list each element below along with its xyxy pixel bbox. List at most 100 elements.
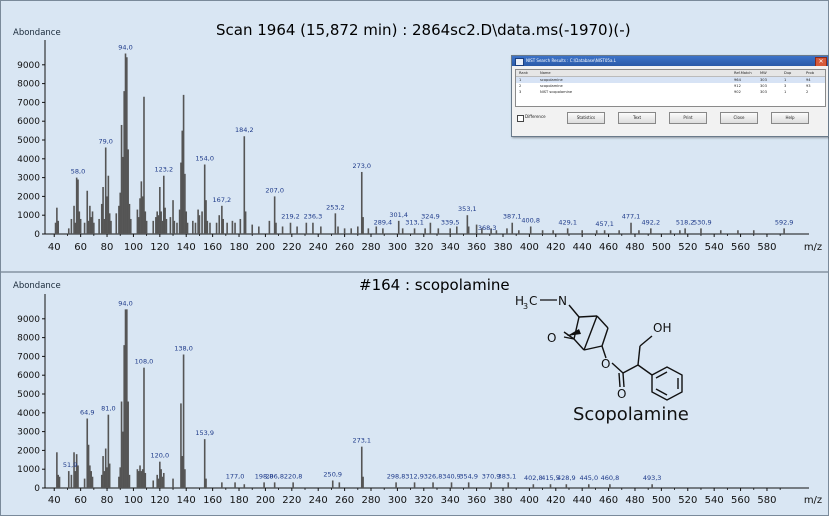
methyl-subscript-label: 3 [523,302,528,311]
bottom-x-tick-label: 60 [74,495,87,506]
top-x-tick-label: 40 [48,242,61,253]
cell-ref-match: 902 [734,90,741,94]
col-ref-match[interactable]: Ref.Match [734,71,752,75]
top-y-tick-label: 8000 [17,80,40,90]
top-x-tick-label: 140 [177,242,196,253]
hydroxyl-label: OH [653,321,671,335]
top-x-tick-label: 540 [705,242,724,253]
bottom-abundance-label: Abondance [13,281,61,291]
bottom-y-tick-label: 4000 [17,409,40,419]
bottom-x-tick-label: 460 [599,495,618,506]
carbonyl-oxygen-label: O [617,387,626,401]
close-icon[interactable]: ✕ [815,57,827,66]
bottom-peak-label: 402,8 [524,474,543,482]
text-button[interactable]: Text [618,112,656,124]
bottom-x-tick-label: 420 [546,495,565,506]
top-peak-label: 253,2 [326,203,345,211]
difference-checkbox[interactable] [517,115,524,122]
cell-ref-match: 964 [734,78,741,82]
close-button[interactable]: Close [720,112,758,124]
bottom-peak-label: 493,3 [643,474,662,482]
bottom-x-tick-label: 260 [335,495,354,506]
top-x-tick-label: 320 [414,242,433,253]
bottom-peak-label: 428,9 [557,474,576,482]
bottom-x-tick-label: 580 [757,495,776,506]
top-y-tick-label: 4000 [17,155,40,165]
bottom-x-tick-label: 320 [414,495,433,506]
col-rank[interactable]: Rank [519,71,528,75]
bottom-y-tick-label: 1000 [17,465,40,475]
help-button[interactable]: Help [771,112,809,124]
col-mw[interactable]: MW [760,71,767,75]
app-icon [515,58,524,66]
col-name[interactable]: Name [540,71,551,75]
nist-search-window[interactable]: NIST Search Results : C:\Database\NIST05… [511,55,829,137]
bottom-y-tick-label: 3000 [17,428,40,438]
table-row[interactable]: 2 scopolamine 912 303 3 93 [516,83,825,89]
top-x-tick-label: 560 [731,242,750,253]
top-x-tick-label: 380 [493,242,512,253]
bottom-peak-label: 312,9 [405,472,424,480]
bottom-y-tick-label: 8000 [17,334,40,344]
col-dup[interactable]: Dup [784,71,792,75]
nist-button-bar: Difference Statistics Text Print Close H… [515,111,824,125]
top-x-tick-label: 500 [652,242,671,253]
cell-prob: 94 [806,78,811,82]
table-header: Rank Name Ref.Match MW Dup Prob [516,70,825,77]
bottom-peak-label: 460,8 [601,474,620,482]
bottom-x-tick-label: 180 [229,495,248,506]
cell-mw: 303 [760,90,767,94]
bottom-x-tick-label: 200 [256,495,275,506]
bottom-x-axis-label: m/z [804,495,822,506]
bottom-peak-label: 206,8 [265,472,284,480]
top-x-tick-label: 460 [599,242,618,253]
top-peak-label: 324,9 [421,213,440,221]
nist-results-table[interactable]: Rank Name Ref.Match MW Dup Prob 1 scopol… [515,69,826,107]
bottom-peak-label: 138,0 [174,345,193,353]
bottom-x-tick-label: 360 [467,495,486,506]
top-peak-label: 518,2 [676,218,695,226]
bottom-peak-label: 120,0 [151,452,170,460]
top-x-tick-label: 100 [124,242,143,253]
epoxide-oxygen-label: O [547,331,556,345]
cell-prob: 93 [806,84,811,88]
top-peak-label: 477,1 [622,213,641,221]
print-button[interactable]: Print [669,112,707,124]
bottom-x-tick-label: 120 [150,495,169,506]
top-peak-label: 94,0 [118,44,132,52]
bottom-peak-label: 94,0 [118,299,132,307]
top-x-tick-label: 360 [467,242,486,253]
col-prob[interactable]: Prob [806,71,814,75]
bottom-y-tick-label: 6000 [17,371,40,381]
bottom-peak-label: 177,0 [226,472,245,480]
bottom-peak-label: 51,9 [63,461,77,469]
top-x-tick-label: 300 [388,242,407,253]
table-row[interactable]: 3 NIST scopolamine 902 303 1 2 [516,89,825,95]
top-x-tick-label: 80 [101,242,114,253]
statistics-button[interactable]: Statistics [567,112,605,124]
cell-dup: 1 [784,90,787,94]
cell-rank: 3 [519,90,522,94]
top-peak-label: 79,0 [98,138,112,146]
top-peak-label: 592,9 [775,218,794,226]
nist-titlebar[interactable]: NIST Search Results : C:\Database\NIST05… [512,56,828,66]
bottom-x-tick-label: 500 [652,495,671,506]
bottom-peak-label: 220,8 [284,472,303,480]
bottom-x-tick-label: 100 [124,495,143,506]
top-peak-label: 236,3 [304,213,323,221]
cell-mw: 303 [760,84,767,88]
top-x-tick-label: 60 [74,242,87,253]
table-row[interactable]: 1 scopolamine 964 303 1 94 [516,77,825,83]
bottom-peak-label: 326,8 [424,472,443,480]
bottom-y-tick-label: 2000 [17,446,40,456]
top-peak-label: 457,1 [595,220,614,228]
top-peak-label: 184,2 [235,126,254,134]
bottom-peak-label: 64,9 [80,408,94,416]
methyl-h-label: H [515,294,524,308]
top-peak-label: 58,0 [71,168,85,176]
bottom-x-tick-label: 400 [520,495,539,506]
